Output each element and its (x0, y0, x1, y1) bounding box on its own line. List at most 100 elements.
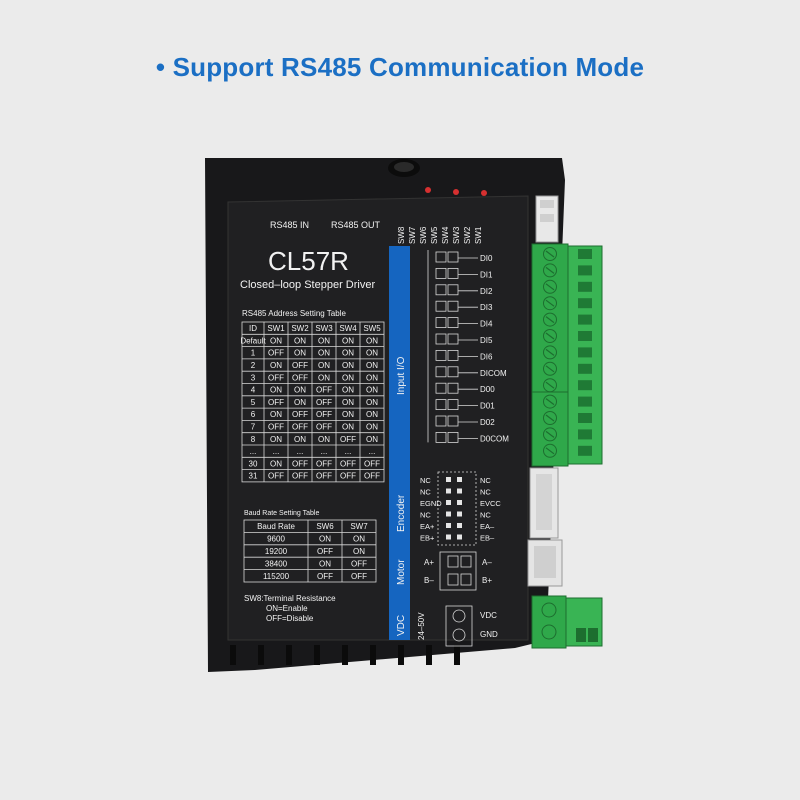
io-pin-label: D0COM (480, 434, 509, 443)
address-table-cell: 8 (251, 435, 256, 444)
baud-table-cell: ON (353, 547, 365, 556)
baud-table-cell: OFF (351, 559, 367, 568)
address-table-cell: ON (366, 410, 378, 419)
io-pin-label: DI3 (480, 303, 493, 312)
address-table-cell: 4 (251, 386, 256, 395)
address-table-cell: OFF (340, 435, 356, 444)
io-pin-label: DI6 (480, 352, 493, 361)
address-table-cell: ON (318, 361, 330, 370)
baud-table-cell: OFF (317, 572, 333, 581)
mounting-screw (388, 159, 420, 177)
io-pin-label: DI0 (480, 254, 493, 263)
encoder-pin-right: EVCC (480, 499, 501, 508)
baud-table-cell: OFF (317, 547, 333, 556)
motor-pin-left: A+ (424, 558, 434, 567)
address-table-cell: ON (270, 386, 282, 395)
rs485-connector (535, 195, 559, 243)
dip-switch-label: SW8 (397, 226, 406, 244)
encoder-pin-right: NC (480, 476, 491, 485)
sw8-note-off: OFF=Disable (266, 614, 314, 623)
address-table-cell: ON (270, 459, 282, 468)
sw8-note-on: ON=Enable (266, 604, 308, 613)
io-pin-label: DI1 (480, 270, 493, 279)
encoder-pin-left: EB+ (420, 534, 435, 543)
dip-switch-label: SW4 (441, 226, 450, 244)
dip-switch-label: SW3 (452, 226, 461, 244)
model-name: CL57R (268, 246, 349, 276)
encoder-connector (529, 467, 559, 539)
address-table-cell: OFF (268, 398, 284, 407)
section-vdc-label: VDC (396, 615, 407, 636)
address-table-header: SW4 (339, 324, 357, 333)
address-table-cell: ON (342, 373, 354, 382)
dip-switch-label: SW5 (430, 226, 439, 244)
power-pin-label: VDC (480, 611, 497, 620)
dip-switch-label: SW1 (474, 226, 483, 244)
section-input-label: Input I/O (396, 356, 407, 395)
address-table-header: SW1 (267, 324, 285, 333)
model-subtitle: Closed–loop Stepper Driver (240, 279, 375, 291)
encoder-pin-left: EGND (420, 499, 442, 508)
address-table-cell: OFF (316, 423, 332, 432)
address-table-title: RS485 Address Setting Table (242, 309, 346, 318)
baud-table-cell: ON (319, 559, 331, 568)
dip-switch-label: SW7 (408, 226, 417, 244)
address-table-cell: ON (318, 435, 330, 444)
section-encoder-label: Encoder (396, 494, 407, 532)
address-table-cell: ON (294, 349, 306, 358)
baud-table-header: Baud Rate (257, 522, 295, 531)
address-table-cell: OFF (292, 373, 308, 382)
port-label-out: RS485 OUT (331, 220, 381, 230)
motor-connector (527, 539, 563, 587)
address-table-cell: ... (369, 447, 376, 456)
address-table-cell: ... (345, 447, 352, 456)
baud-table-header: SW6 (316, 522, 334, 531)
address-table-cell: ON (270, 336, 282, 345)
dip-switch-label: SW2 (463, 226, 472, 244)
address-table-cell: ON (294, 336, 306, 345)
baud-table-header: SW7 (350, 522, 368, 531)
port-label-in: RS485 IN (270, 220, 309, 230)
address-table-cell: OFF (268, 472, 284, 481)
address-table-cell: OFF (292, 459, 308, 468)
address-table-cell: OFF (316, 472, 332, 481)
encoder-pin-right: EA– (480, 522, 495, 531)
address-table-cell: 7 (251, 423, 256, 432)
address-table-cell: 30 (249, 459, 258, 468)
address-table-cell: OFF (268, 373, 284, 382)
address-table-cell: ON (270, 410, 282, 419)
sw8-note-title: SW8:Terminal Resistance (244, 594, 336, 603)
io-pin-label: D02 (480, 418, 495, 427)
address-table-cell: ON (366, 349, 378, 358)
address-table-cell: OFF (316, 386, 332, 395)
status-leds (425, 187, 487, 196)
encoder-pin-left: NC (420, 476, 431, 485)
motor-pin-right: A– (482, 558, 492, 567)
io-pin-label: D01 (480, 402, 495, 411)
address-table-cell: ON (318, 373, 330, 382)
motor-pin-left: B– (424, 576, 434, 585)
blue-stripe (389, 246, 410, 640)
baud-table-cell: 38400 (265, 559, 288, 568)
address-table-header: ID (249, 324, 257, 333)
baud-table-cell: ON (319, 535, 331, 544)
io-pin-label: D00 (480, 385, 495, 394)
voltage-label: 24–50V (417, 612, 426, 640)
address-table-cell: ON (342, 398, 354, 407)
address-table-cell: ON (342, 423, 354, 432)
address-table-cell: 2 (251, 361, 256, 370)
dip-switch-label: SW6 (419, 226, 428, 244)
io-pin-label: DI2 (480, 287, 493, 296)
address-table-cell: ON (294, 435, 306, 444)
address-table-cell: ... (250, 447, 257, 456)
baud-table-title: Baud Rate Setting Table (244, 510, 319, 517)
address-table-cell: OFF (268, 423, 284, 432)
address-table-cell: 5 (251, 398, 256, 407)
address-table-cell: OFF (292, 361, 308, 370)
